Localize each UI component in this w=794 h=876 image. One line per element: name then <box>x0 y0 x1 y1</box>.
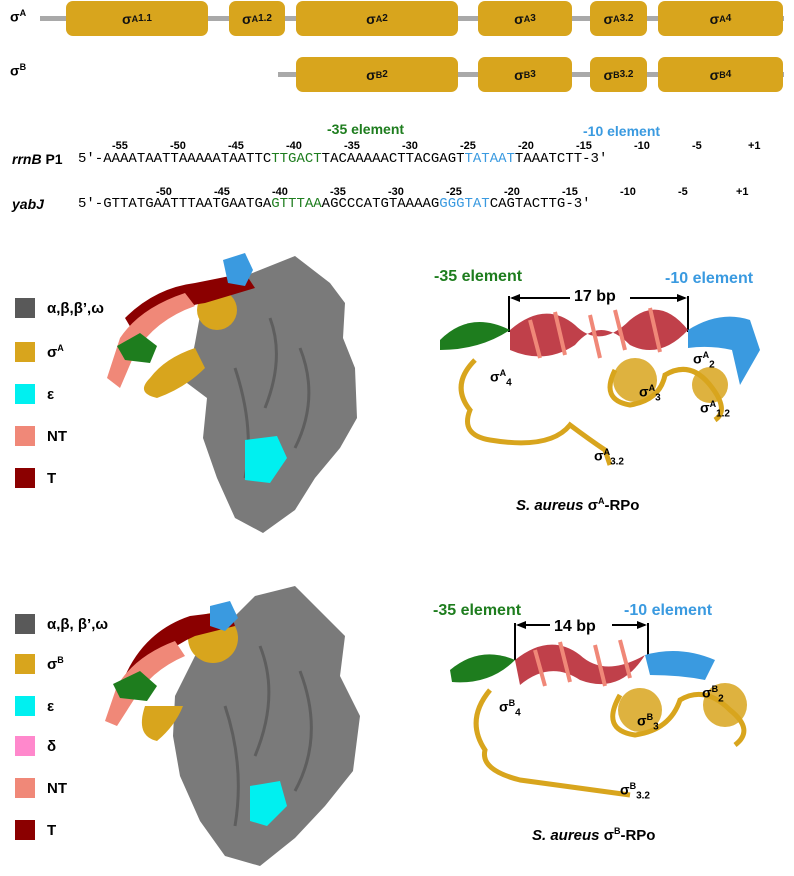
sigmaB-row-label: σB <box>10 62 27 79</box>
dna-helix <box>510 309 688 357</box>
blue-dna <box>645 651 715 680</box>
minus10-element-label: -10 element <box>624 602 713 619</box>
blue-minus10-dna <box>210 601 238 631</box>
label-sigmaB-4: σB4 <box>499 698 521 719</box>
sigma-density <box>141 706 183 741</box>
rrnB-position-numbers: -55 -50 -45 -40 -35 -30 -25 -20 -15 -10 … <box>112 140 761 152</box>
rrnB-minus35-box: TTGACT <box>271 151 322 167</box>
yabJ-name: yabJ <box>12 196 44 212</box>
sigmaA-row-label: σA <box>10 8 27 25</box>
legend-label: δ <box>47 737 57 755</box>
legend-label: NT <box>47 779 67 797</box>
template-dna <box>125 273 255 343</box>
legend-swatch <box>15 342 35 362</box>
minus35-element-label: -35 element <box>327 121 405 137</box>
yabJ-minus10-box: GGGTAT <box>439 196 490 212</box>
label-sigmaA-1.2: σA1.2 <box>700 399 730 420</box>
dna-helix <box>515 644 645 685</box>
blue-dna <box>688 316 760 385</box>
minus35-element-label: -35 element <box>434 268 523 285</box>
minus10-element-label: -10 element <box>583 123 661 139</box>
rrnB-sequence: 5′-AAAATAATTAAAAATAATTCTTGACTTACAAAAACTT… <box>78 151 608 167</box>
green-dna <box>450 654 515 683</box>
sigma-density <box>143 348 205 398</box>
caption-sigmaB: S. aureus σB-RPo <box>532 826 656 844</box>
legend-label: σB <box>47 655 64 673</box>
legend-label: NT <box>47 427 67 445</box>
legend-swatch <box>15 614 35 634</box>
rrnB-minus10-box: TATAAT <box>464 151 515 167</box>
label-sigmaB-3.2: σB3.2 <box>620 781 650 802</box>
sigma-protein <box>692 367 728 403</box>
cryoem-map-sigmaB <box>105 586 360 866</box>
label-sigmaB-3: σB3 <box>637 712 659 733</box>
legend-label: ε <box>47 385 55 403</box>
epsilon-density <box>250 781 287 826</box>
legend-swatch <box>15 696 35 716</box>
structure-model-sigmaA <box>440 294 760 466</box>
sigma-protein <box>703 683 747 727</box>
legend-swatch <box>15 298 35 318</box>
legend-swatch <box>15 384 35 404</box>
green-minus35-dna <box>113 671 157 701</box>
legend-label: α,β, β’,ω <box>47 615 109 633</box>
rrnB-name: rrnB P1 <box>12 151 63 167</box>
legend-swatch <box>15 654 35 674</box>
blue-minus10-dna <box>223 253 253 286</box>
label-sigmaA-2: σA2 <box>693 350 715 371</box>
legend-swatch <box>15 778 35 798</box>
legend-swatch <box>15 736 35 756</box>
spacer-length-label: 17 bp <box>574 288 616 305</box>
yabJ-minus35-box: GTTTAA <box>271 196 322 212</box>
spacer-length-label: 14 bp <box>554 618 596 635</box>
legend-swatch <box>15 426 35 446</box>
sigma-protein <box>613 358 657 402</box>
minus10-element-label: -10 element <box>665 270 754 287</box>
legend-label: ε <box>47 697 55 715</box>
legend-swatch <box>15 468 35 488</box>
label-sigmaA-4: σA4 <box>490 368 512 389</box>
label-sigmaA-3: σA3 <box>639 383 661 404</box>
yabJ-sequence: 5′-GTTATGAATTTAATGAATGAGTTTAAAGCCCATGTAA… <box>78 196 591 212</box>
structure-model-sigmaB <box>450 621 747 798</box>
legend-label: T <box>47 821 57 839</box>
sigma-protein <box>618 688 662 732</box>
cryoem-map-sigmaA <box>107 253 357 533</box>
legend-label: α,β,β’,ω <box>47 299 104 317</box>
legend-swatch <box>15 820 35 840</box>
label-sigmaA-3.2: σA3.2 <box>594 447 624 468</box>
minus35-element-label: -35 element <box>433 602 522 619</box>
yabJ-position-numbers: -50 -45 -40 -35 -30 -25 -20 -15 -10 -5 +… <box>156 186 749 198</box>
label-sigmaB-2: σB2 <box>702 684 724 705</box>
nontemplate-dna <box>107 293 195 388</box>
green-dna <box>440 322 510 350</box>
green-minus35-dna <box>117 333 157 363</box>
legend-label: σA <box>47 343 64 361</box>
legend-label: T <box>47 469 57 487</box>
caption-sigmaA: S. aureus σA-RPo <box>516 496 640 514</box>
epsilon-density <box>245 436 287 483</box>
